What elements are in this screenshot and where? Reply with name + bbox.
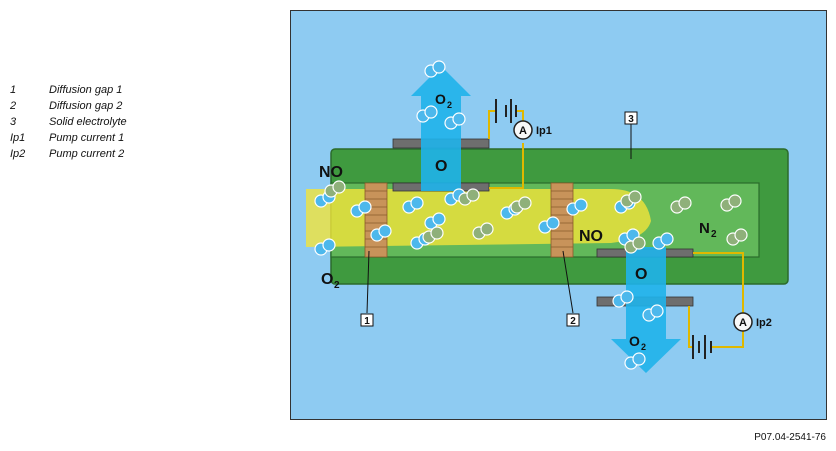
label-o-top: O (435, 158, 447, 175)
label-o2-bottom: O (629, 333, 640, 349)
legend-label: Diffusion gap 1 (49, 84, 123, 96)
sensor-diagram-frame: A Ip1 A Ip2 (290, 10, 827, 420)
legend-row: Ip1 Pump current 1 (10, 130, 127, 146)
callout-2-leader (562, 250, 574, 314)
current-label-ip1: Ip1 (536, 125, 552, 137)
label-no-inlet: NO (319, 164, 343, 181)
legend: 1 Diffusion gap 1 2 Diffusion gap 2 3 Solid… (10, 82, 127, 162)
legend-label: Pump current 1 (49, 132, 125, 144)
callout-1: 1 (364, 316, 370, 327)
pump-circuit-2 (688, 252, 744, 348)
label-o-bottom: O (635, 266, 647, 283)
callout-2: 2 (570, 316, 576, 327)
legend-label: Pump current 2 (49, 148, 125, 160)
legend-row: Ip2 Pump current 2 (10, 146, 127, 162)
legend-key: Ip1 (10, 132, 26, 144)
nox-sensor-diagram: A Ip1 A Ip2 (291, 11, 826, 419)
ammeter-2 (733, 312, 753, 332)
callout-1-leader (366, 250, 370, 314)
label-n2: N (699, 220, 710, 237)
legend-key: Ip2 (10, 148, 26, 160)
battery-1 (495, 99, 517, 123)
n2-molecules (324, 180, 748, 254)
legend-row: 2 Diffusion gap 2 (10, 98, 127, 114)
legend-row: 1 Diffusion gap 1 (10, 82, 127, 98)
label-n2-sub: 2 (711, 229, 717, 240)
label-o2-top: O (435, 91, 446, 107)
ammeter-2-symbol: A (739, 317, 747, 329)
figure-reference: P07.04-2541-76 (754, 432, 826, 443)
legend-key: 3 (10, 116, 17, 128)
ammeter-1-symbol: A (519, 125, 527, 137)
legend-label: Diffusion gap 2 (49, 100, 123, 112)
legend-key: 2 (10, 100, 17, 112)
current-label-ip2: Ip2 (756, 317, 772, 329)
legend-label: Solid electrolyte (49, 116, 127, 128)
label-o2-top-sub: 2 (447, 100, 452, 110)
legend-row: 3 Solid electrolyte (10, 114, 127, 130)
callout-2-box (566, 313, 580, 327)
label-no-chamber: NO (579, 228, 603, 245)
o2-pump-out-arrow (411, 66, 471, 191)
diffusion-gap-1 (364, 182, 388, 258)
label-o2-bottom-sub: 2 (641, 342, 646, 352)
callout-3: 3 (628, 114, 634, 125)
label-o2-inlet-sub: 2 (334, 280, 340, 291)
label-o2-inlet: O (321, 271, 333, 288)
battery-2 (692, 335, 712, 359)
callout-3-box (624, 111, 638, 125)
callout-1-box (360, 313, 374, 327)
legend-key: 1 (10, 84, 17, 96)
ammeter-1 (513, 120, 533, 140)
